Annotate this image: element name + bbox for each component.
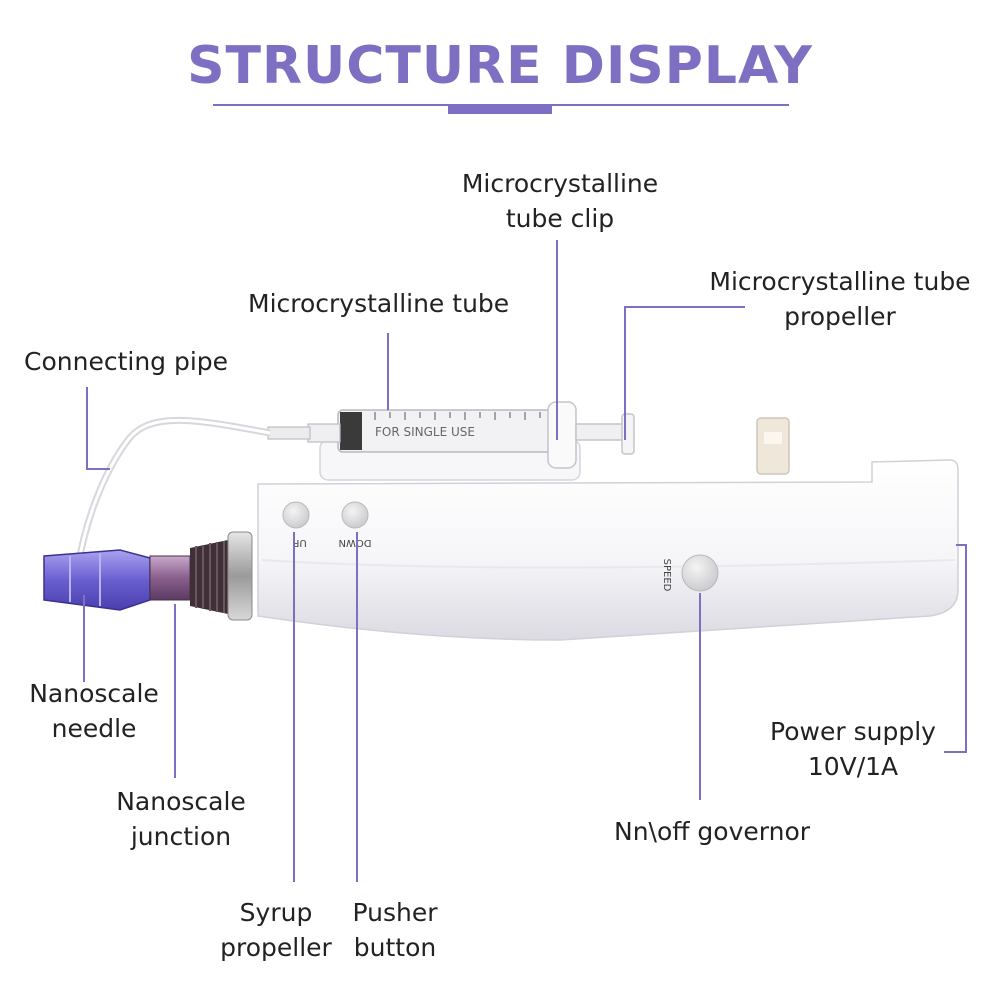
leader-propeller [624,306,745,440]
up-label: UP [293,537,306,548]
label-syrup-propeller: Syrup propeller [220,898,332,962]
leader-lines [83,240,967,882]
label-governor: Nn\off governor [614,817,811,846]
label-connecting-pipe: Connecting pipe [24,347,229,376]
rear-post [756,417,790,475]
speed-button[interactable] [681,554,719,592]
title-accent-bar [448,106,552,114]
speed-label: SPEED [661,559,672,592]
page-title: STRUCTURE DISPLAY [187,36,813,96]
label-nanoscale-junction: Nanoscale junction [116,787,246,851]
label-pusher-button: Pusher button [352,898,438,962]
down-button[interactable] [341,501,369,529]
pen-body [257,459,959,641]
leader-power [944,544,967,753]
label-nanoscale-needle: Nanoscale needle [29,679,159,743]
label-tube: Microcrystalline tube [248,289,510,318]
syringe: FOR SINGLE USE [267,401,635,469]
leader-connecting-pipe [86,387,110,470]
down-label: DOWN [339,537,372,548]
syringe-text: FOR SINGLE USE [375,425,475,439]
title-underline [213,104,789,106]
label-tube-propeller: Microcrystalline tube propeller [709,267,971,331]
up-button[interactable] [282,501,310,529]
label-power-supply: Power supply 10V/1A [770,717,936,781]
label-tube-clip: Microcrystalline tube clip [461,169,659,233]
nanoscale-junction [149,531,253,621]
nanoscale-needle [43,549,151,611]
